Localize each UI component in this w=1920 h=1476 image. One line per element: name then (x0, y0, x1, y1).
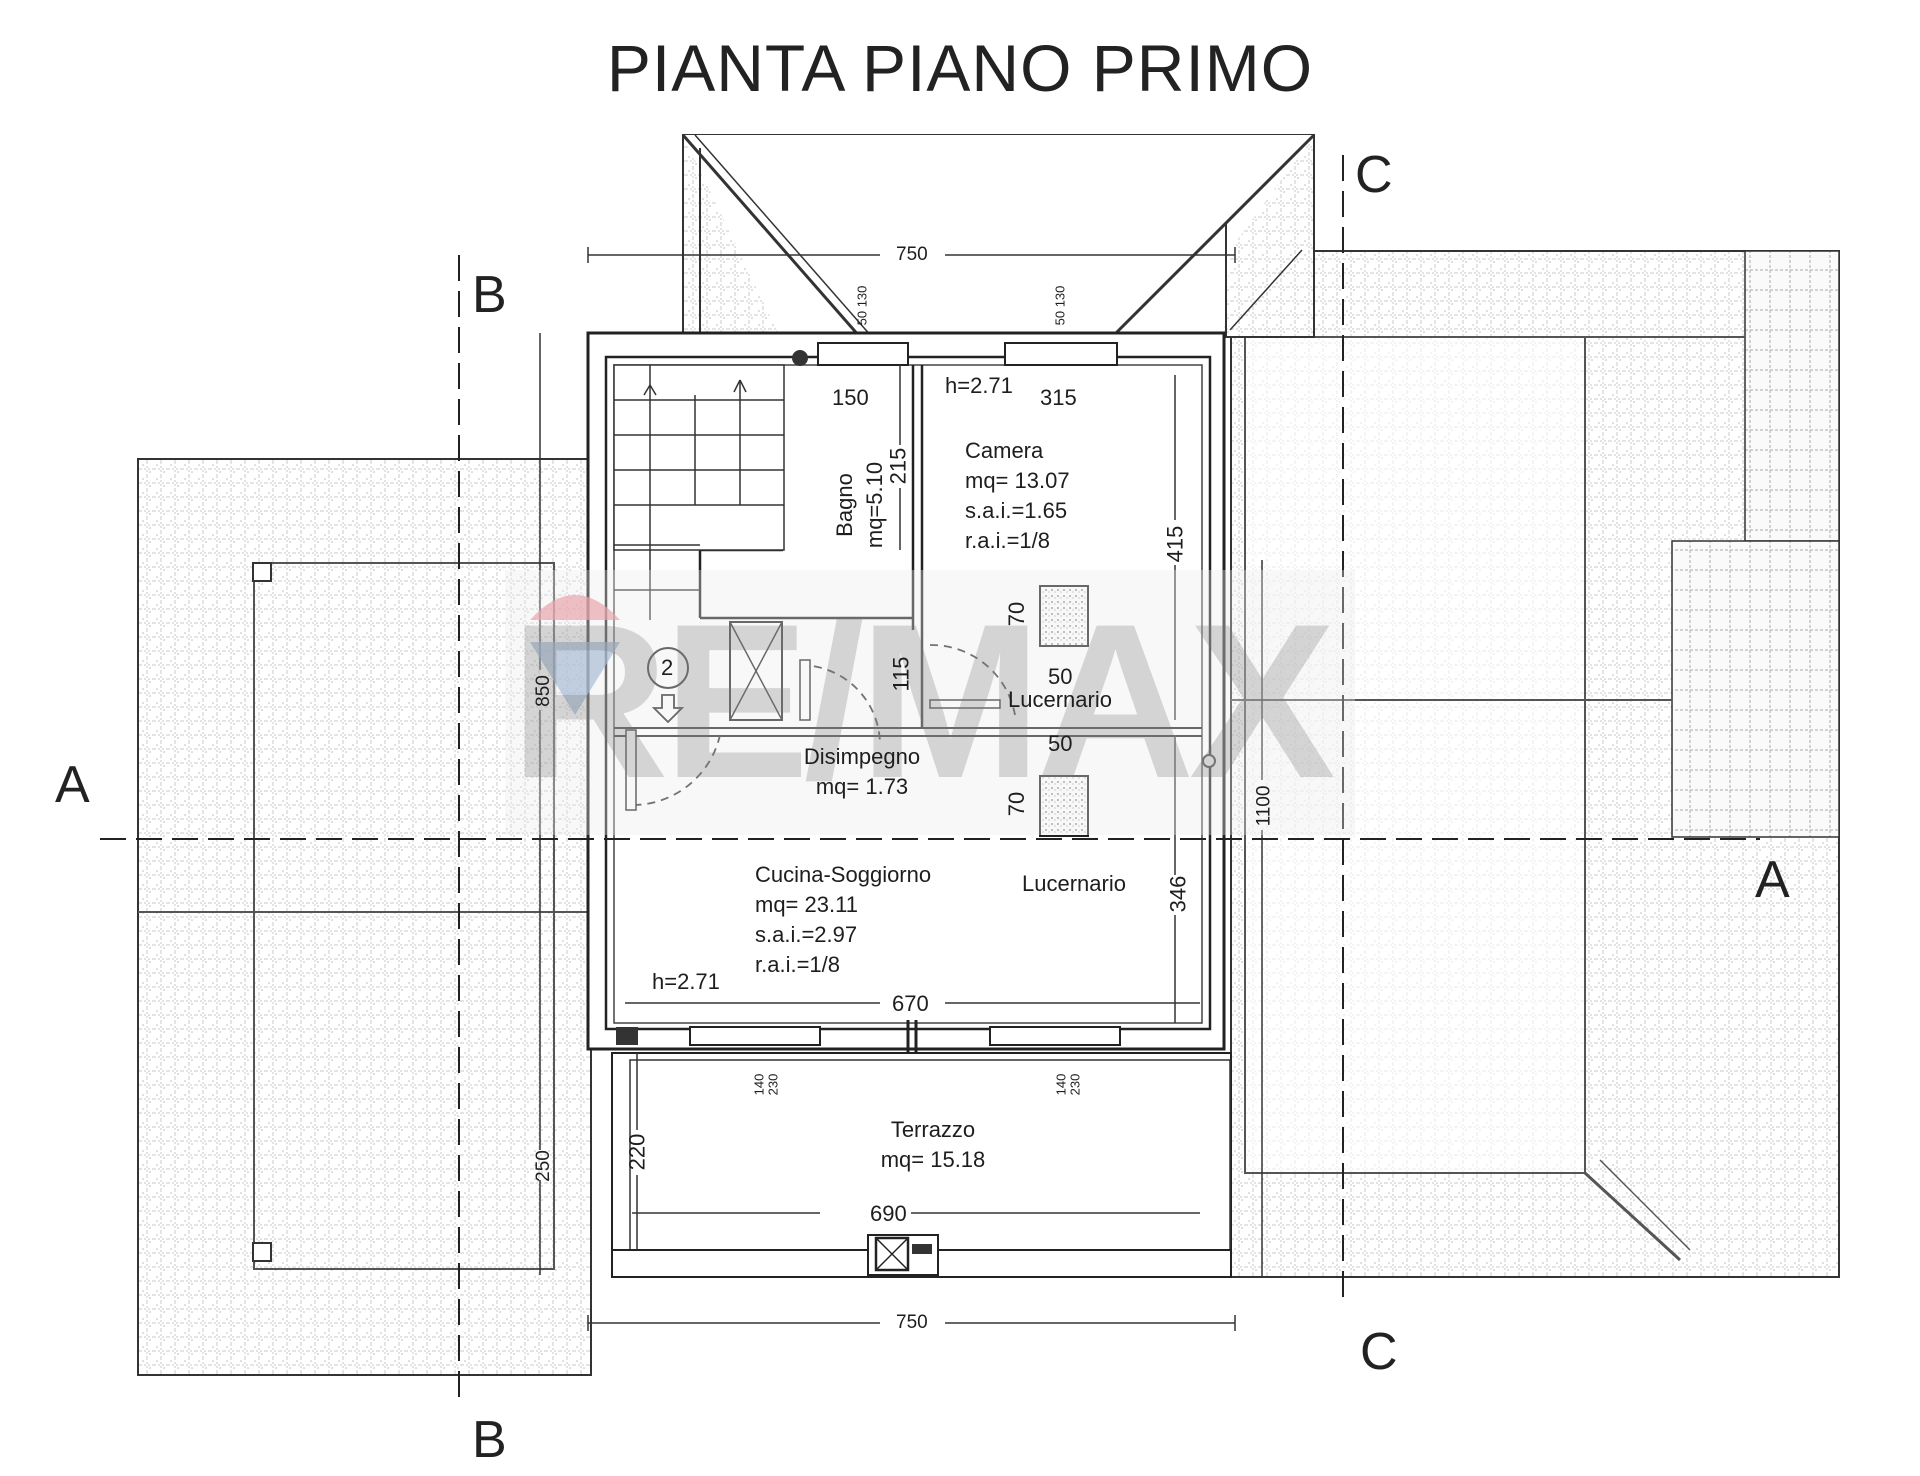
dim-bottom-overall: 750 (892, 1312, 932, 1334)
page-title: PIANTA PIANO PRIMO (606, 31, 1314, 105)
dim-skylight-bottom-h: 70 (1004, 791, 1030, 817)
dim-window-bottom-1b: 230 (765, 1073, 781, 1096)
left-roof (137, 458, 592, 1376)
dim-left-250: 250 (532, 1150, 554, 1182)
room-camera-rai: r.a.i.=1/8 (965, 528, 1051, 553)
watermark-text: RE/MAX (510, 578, 1336, 824)
dim-cucina-depth: 346 (1165, 875, 1191, 913)
section-lines (100, 155, 1760, 1400)
section-marker-b-bottom: B (472, 1411, 507, 1469)
dim-left-850: 850 (532, 675, 554, 707)
room-terrazzo-area: mq= 15.18 (880, 1147, 986, 1172)
dim-terrace-depth: 220 (624, 1133, 650, 1171)
dim-skylight-top-w: 50 (1048, 664, 1073, 689)
dim-cucina-width: 670 (888, 990, 933, 1018)
watermark-background (505, 570, 1355, 835)
dim-bagno-width: 150 (832, 384, 869, 412)
dim-door-115: 115 (888, 656, 914, 692)
room-camera-sai: s.a.i.=1.65 (965, 498, 1068, 523)
skylight-label-bottom: Lucernario (1022, 871, 1126, 896)
stair-marker: 2 (661, 655, 674, 680)
room-cucina-area: mq= 23.11 (755, 892, 858, 917)
dim-window-bottom-2a: 140 (1053, 1073, 1069, 1096)
section-marker-b-top: B (472, 266, 507, 324)
cucina-height: h=2.71 (652, 969, 720, 994)
camera-height: h=2.71 (945, 373, 1013, 398)
dim-skylight-top-h: 70 (1004, 601, 1030, 627)
dim-window-top-1: 50 130 (854, 285, 870, 326)
room-terrazzo: Terrazzo mq= 15.18 (858, 1115, 1008, 1175)
terrace (611, 1052, 1232, 1278)
dim-window-bottom-1a: 140 (751, 1073, 767, 1096)
dim-window-bottom-2b: 230 (1067, 1073, 1083, 1096)
dim-top-overall: 750 (892, 244, 932, 266)
section-marker-a-right: A (1755, 851, 1790, 909)
right-roof (1230, 250, 1840, 1278)
dim-skylight-bottom-w: 50 (1048, 731, 1073, 756)
room-terrazzo-name: Terrazzo (890, 1117, 976, 1142)
dim-camera-width: 315 (1040, 384, 1077, 412)
top-roof (681, 133, 1316, 339)
room-disimpegno: Disimpegno mq= 1.73 (792, 742, 932, 802)
room-cucina-sai: s.a.i.=2.97 (755, 922, 858, 947)
room-cucina-rai: r.a.i.=1/8 (755, 952, 841, 977)
balloon-logo-icon (530, 595, 620, 715)
section-marker-a-left: A (55, 756, 90, 814)
dim-terrace-width: 690 (866, 1200, 911, 1228)
room-bagno-name: Bagno (832, 473, 857, 537)
room-cucina-soggiorno: Cucina-Soggiorno mq= 23.11 s.a.i.=2.97 r… (755, 860, 931, 980)
room-camera-name: Camera (965, 438, 1044, 463)
skylights (1039, 585, 1089, 837)
dim-bagno-depth: 215 (885, 447, 911, 485)
room-disimpegno-area: mq= 1.73 (815, 774, 909, 799)
dim-right-1100: 1100 (1253, 785, 1275, 827)
section-marker-c-bottom: C (1360, 1323, 1398, 1381)
skylight-label-top: Lucernario (1008, 687, 1112, 712)
room-bagno: Bagno mq=5.10 (830, 435, 890, 575)
building-walls (586, 331, 1226, 1060)
room-disimpegno-name: Disimpegno (803, 744, 921, 769)
room-cucina-name: Cucina-Soggiorno (755, 862, 932, 887)
dim-window-top-2: 50 130 (1052, 285, 1068, 326)
section-marker-c-top: C (1355, 146, 1393, 204)
room-camera: Camera mq= 13.07 s.a.i.=1.65 r.a.i.=1/8 (965, 436, 1070, 556)
dim-camera-depth: 415 (1162, 525, 1188, 563)
room-camera-area: mq= 13.07 (965, 468, 1070, 493)
